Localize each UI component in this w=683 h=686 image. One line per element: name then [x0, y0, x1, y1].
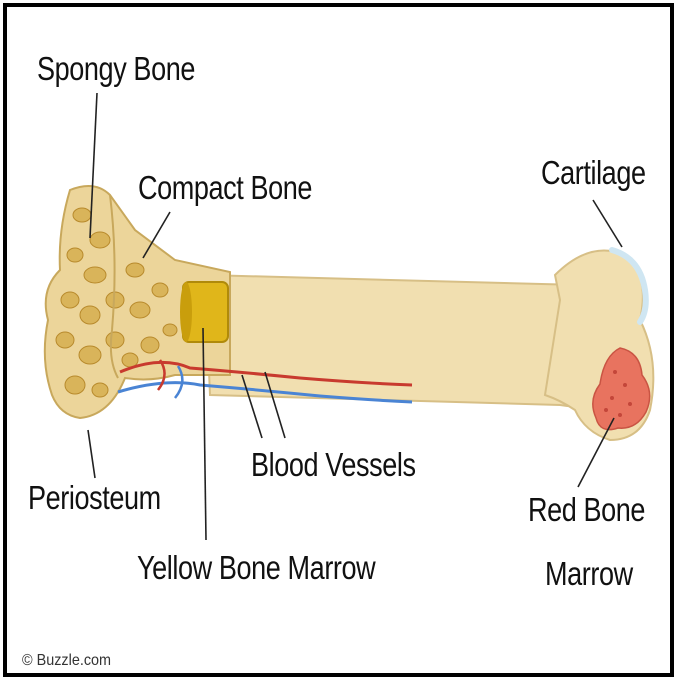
label-red-bone-marrow-line1: Red Bone	[528, 493, 645, 526]
label-cartilage: Cartilage	[541, 156, 646, 189]
credit-text: © Buzzle.com	[22, 652, 111, 670]
label-yellow-bone-marrow: Yellow Bone Marrow	[137, 551, 375, 584]
label-spongy-bone: Spongy Bone	[37, 52, 195, 85]
label-red-bone-marrow-line2: Marrow	[545, 557, 633, 590]
label-blood-vessels: Blood Vessels	[251, 448, 416, 481]
label-compact-bone: Compact Bone	[138, 171, 312, 204]
label-periosteum: Periosteum	[28, 481, 161, 514]
